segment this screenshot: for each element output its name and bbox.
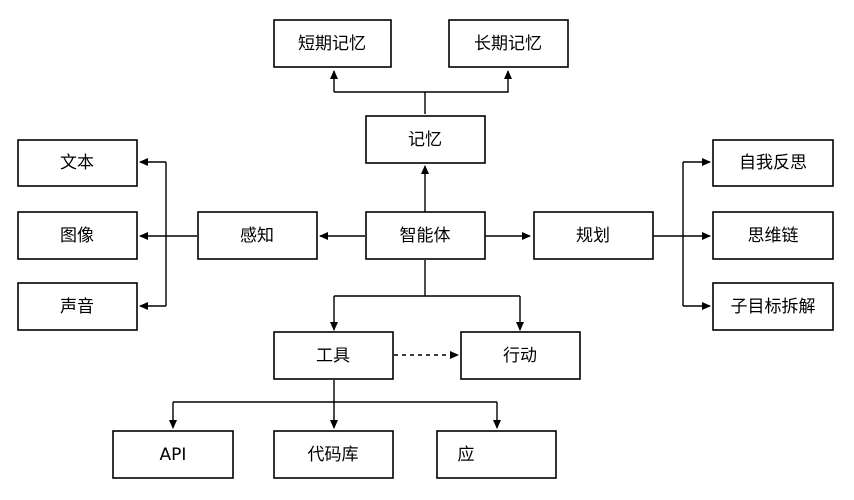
node-tools-label: 工具	[316, 346, 350, 366]
node-sound: 声音	[17, 282, 138, 331]
node-perception-label: 感知	[240, 226, 274, 246]
node-application: 应	[436, 430, 557, 479]
node-long-term-memory-label: 长期记忆	[474, 34, 542, 54]
node-action-label: 行动	[503, 346, 537, 366]
node-memory: 记忆	[365, 115, 486, 164]
edge-agent-down-trunk	[334, 260, 520, 297]
node-self-reflection: 自我反思	[712, 139, 834, 187]
node-agent: 智能体	[365, 211, 486, 260]
node-api: API	[112, 430, 234, 479]
node-chain-of-thought: 思维链	[712, 211, 834, 260]
node-planning-label: 规划	[576, 226, 610, 246]
node-image: 图像	[17, 211, 138, 260]
node-short-term-memory: 短期记忆	[273, 19, 392, 68]
node-perception: 感知	[197, 211, 318, 260]
node-memory-label: 记忆	[408, 130, 442, 150]
node-code-library-label: 代码库	[308, 445, 359, 465]
node-code-library: 代码库	[273, 430, 394, 479]
node-image-label: 图像	[60, 226, 94, 246]
node-subgoal-decomposition: 子目标拆解	[712, 282, 834, 331]
edge-memory-trunk	[334, 91, 426, 114]
node-action: 行动	[460, 331, 581, 380]
node-short-term-memory-label: 短期记忆	[298, 34, 366, 54]
edge-tools-down-trunk	[173, 380, 497, 403]
node-application-label: 应	[458, 445, 475, 465]
node-text-label: 文本	[60, 153, 94, 173]
node-tools: 工具	[273, 331, 394, 380]
node-planning: 规划	[533, 211, 654, 260]
node-sound-label: 声音	[60, 297, 94, 317]
node-self-reflection-label: 自我反思	[739, 153, 807, 173]
node-long-term-memory: 长期记忆	[448, 19, 569, 68]
edges	[139, 70, 711, 429]
node-chain-of-thought-label: 思维链	[748, 226, 799, 246]
node-agent-label: 智能体	[400, 226, 451, 246]
edge-memory-to-long-term	[425, 70, 512, 93]
node-subgoal-decomposition-label: 子目标拆解	[731, 297, 816, 317]
node-text: 文本	[17, 139, 138, 187]
node-api-label: API	[160, 445, 187, 465]
